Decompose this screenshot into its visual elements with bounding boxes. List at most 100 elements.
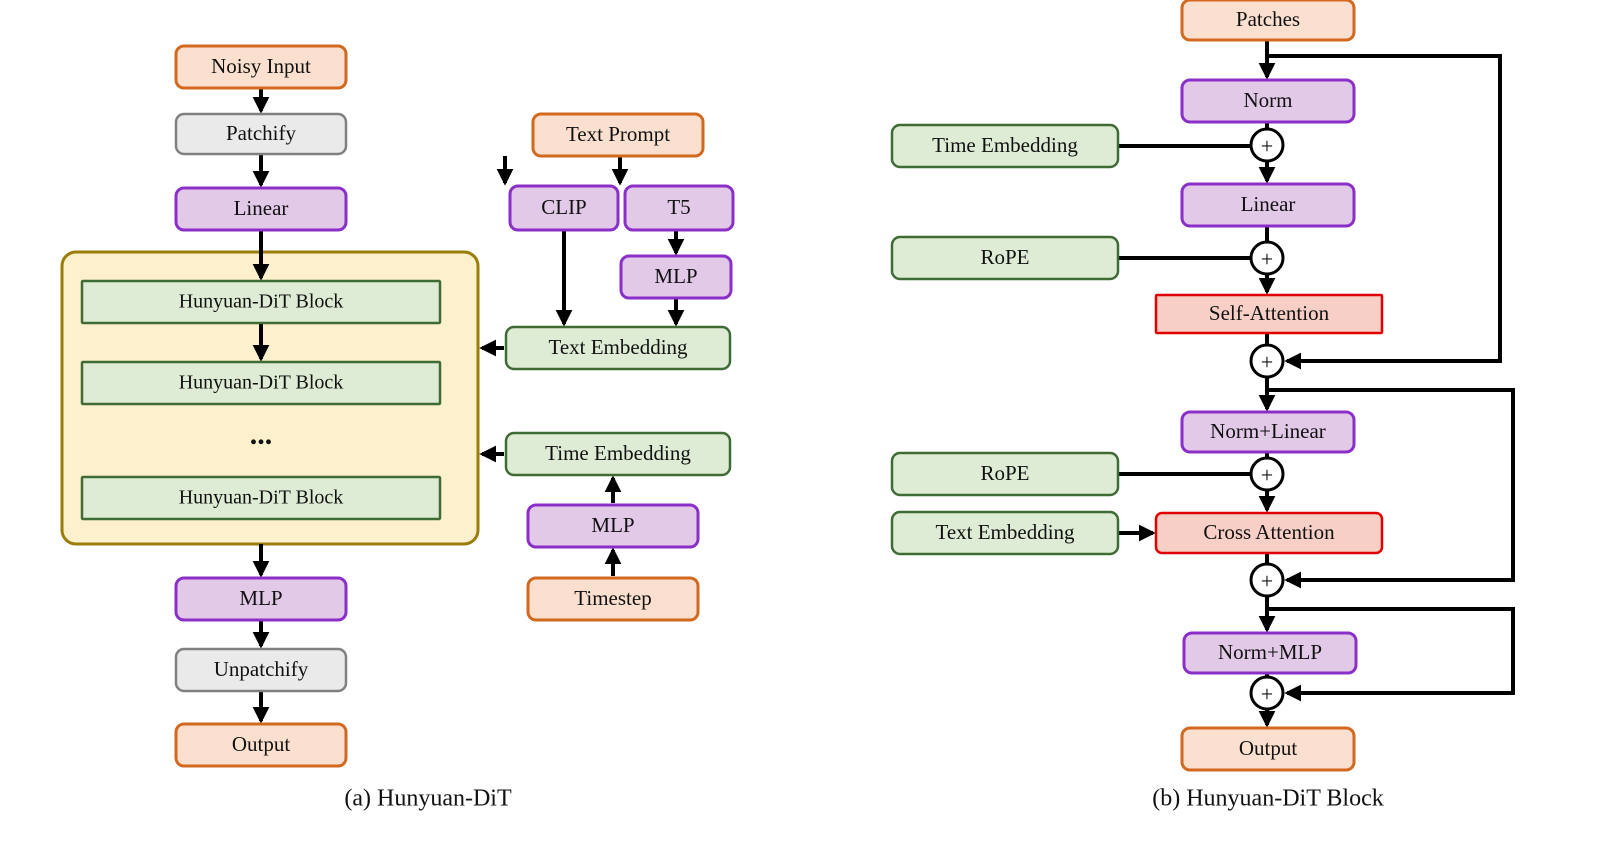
- timestep-label: Timestep: [574, 586, 651, 610]
- patches-box: [1180, 0, 1356, 42]
- dit-block-2-label: Hunyuan-DiT Block: [179, 372, 344, 394]
- unpatchify-label: Unpatchify: [214, 657, 309, 681]
- time-embedding-label: Time Embedding: [545, 441, 691, 465]
- mlp-time-label: MLP: [591, 513, 634, 537]
- text-embedding-label: Text Embedding: [548, 335, 688, 359]
- rope-2-label: RoPE: [980, 461, 1029, 485]
- node-dit-block-1[interactable]: Hunyuan-DiT Block: [80, 279, 442, 325]
- adder-rope-2: +: [1249, 456, 1285, 492]
- skip-adder-res1-to-adder-res2: [1267, 388, 1515, 589]
- adder-residual-2: +: [1249, 562, 1285, 598]
- linear-b-label: Linear: [1241, 192, 1296, 216]
- time-embedding-box: [504, 431, 732, 477]
- adder-time: +: [1249, 127, 1285, 163]
- node-text-prompt[interactable]: Text Prompt: [531, 112, 705, 158]
- output-b-box: [1180, 726, 1356, 772]
- node-norm-mlp[interactable]: Norm+MLP: [1182, 631, 1358, 675]
- node-timestep[interactable]: Timestep: [526, 576, 700, 622]
- node-time-embedding[interactable]: Time Embedding: [504, 431, 732, 477]
- node-noisy-input[interactable]: Noisy Input: [174, 44, 348, 90]
- text-prompt-box: [531, 112, 705, 158]
- node-patchify[interactable]: Patchify: [174, 112, 348, 156]
- node-dit-block-2[interactable]: Hunyuan-DiT Block: [80, 360, 442, 406]
- node-text-embedding-b[interactable]: Text Embedding: [890, 510, 1120, 556]
- panel-a-ellipsis: ...: [250, 418, 273, 451]
- norm-linear-label: Norm+Linear: [1210, 419, 1326, 443]
- text-prompt-label: Text Prompt: [566, 122, 670, 146]
- node-output[interactable]: Output: [174, 722, 348, 768]
- linear-b-box: [1180, 182, 1356, 228]
- node-text-embedding[interactable]: Text Embedding: [504, 325, 732, 371]
- adder-residual-3: +: [1249, 675, 1285, 711]
- output-box: [174, 722, 348, 768]
- node-norm[interactable]: Norm: [1180, 78, 1356, 124]
- adder-residual-3-circle: [1249, 675, 1285, 711]
- node-unpatchify[interactable]: Unpatchify: [174, 647, 348, 693]
- mlp-out-label: MLP: [239, 586, 282, 610]
- adder-residual-2-symbol: +: [1261, 569, 1273, 594]
- rope-1-label: RoPE: [980, 245, 1029, 269]
- timestep-box: [526, 576, 700, 622]
- time-embedding-b-box: [890, 123, 1120, 169]
- dit-block-1-label: Hunyuan-DiT Block: [179, 291, 344, 313]
- adder-residual-1: +: [1249, 343, 1285, 379]
- node-t5[interactable]: T5: [623, 184, 735, 232]
- text-embedding-b-box: [890, 510, 1120, 556]
- dit-block-n-box: [80, 475, 442, 521]
- cross-attention-box: [1154, 511, 1384, 555]
- noisy-input-box: [174, 44, 348, 90]
- node-mlp-time[interactable]: MLP: [526, 503, 700, 549]
- norm-mlp-label: Norm+MLP: [1218, 640, 1322, 664]
- node-clip[interactable]: CLIP: [508, 184, 620, 232]
- node-mlp-out[interactable]: MLP: [174, 576, 348, 622]
- node-cross-attention[interactable]: Cross Attention: [1154, 511, 1384, 555]
- self-attention-label: Self-Attention: [1209, 301, 1330, 325]
- noisy-input-label: Noisy Input: [211, 54, 311, 78]
- norm-linear-box: [1180, 410, 1356, 454]
- node-rope-1[interactable]: RoPE: [890, 235, 1120, 281]
- mlp-text-label: MLP: [654, 264, 697, 288]
- mlp-text-box: [619, 254, 733, 300]
- cross-attention-label: Cross Attention: [1203, 520, 1335, 544]
- node-linear[interactable]: Linear: [174, 186, 348, 232]
- adder-residual-3-symbol: +: [1261, 682, 1273, 707]
- figure-captions: (a) Hunyuan-DiT(b) Hunyuan-DiT Block: [344, 786, 1383, 812]
- node-patches[interactable]: Patches: [1180, 0, 1356, 42]
- dit-block-2-box: [80, 360, 442, 406]
- t5-label: T5: [667, 195, 690, 219]
- panel-b-adders: + + + + + +: [1249, 127, 1285, 711]
- patches-label: Patches: [1236, 7, 1300, 31]
- norm-mlp-box: [1182, 631, 1358, 675]
- rope-1-box: [890, 235, 1120, 281]
- adder-rope-2-symbol: +: [1261, 463, 1273, 488]
- skip-adder-res2-to-adder-res3: [1267, 607, 1515, 702]
- caption-a: (a) Hunyuan-DiT: [344, 786, 512, 812]
- output-b-label: Output: [1239, 736, 1298, 760]
- node-time-embedding-b[interactable]: Time Embedding: [890, 123, 1120, 169]
- adder-rope-1: +: [1249, 240, 1285, 276]
- node-output-b[interactable]: Output: [1180, 726, 1356, 772]
- time-embedding-b-label: Time Embedding: [932, 133, 1078, 157]
- patchify-label: Patchify: [226, 121, 296, 145]
- norm-box: [1180, 78, 1356, 124]
- node-rope-2[interactable]: RoPE: [890, 451, 1120, 497]
- node-mlp-text[interactable]: MLP: [619, 254, 733, 300]
- text-embedding-box: [504, 325, 732, 371]
- node-dit-block-n[interactable]: Hunyuan-DiT Block: [80, 475, 442, 521]
- text-embedding-b-label: Text Embedding: [935, 520, 1075, 544]
- t5-box: [623, 184, 735, 232]
- self-attention-box: [1154, 293, 1384, 335]
- node-self-attention[interactable]: Self-Attention: [1154, 293, 1384, 335]
- adder-time-circle: [1249, 127, 1285, 163]
- linear-box: [174, 186, 348, 232]
- adder-rope-1-symbol: +: [1261, 247, 1273, 272]
- node-norm-linear[interactable]: Norm+Linear: [1180, 410, 1356, 454]
- node-linear-b[interactable]: Linear: [1180, 182, 1356, 228]
- adder-rope-1-circle: [1249, 240, 1285, 276]
- adder-time-symbol: +: [1261, 134, 1273, 159]
- norm-label: Norm: [1244, 88, 1293, 112]
